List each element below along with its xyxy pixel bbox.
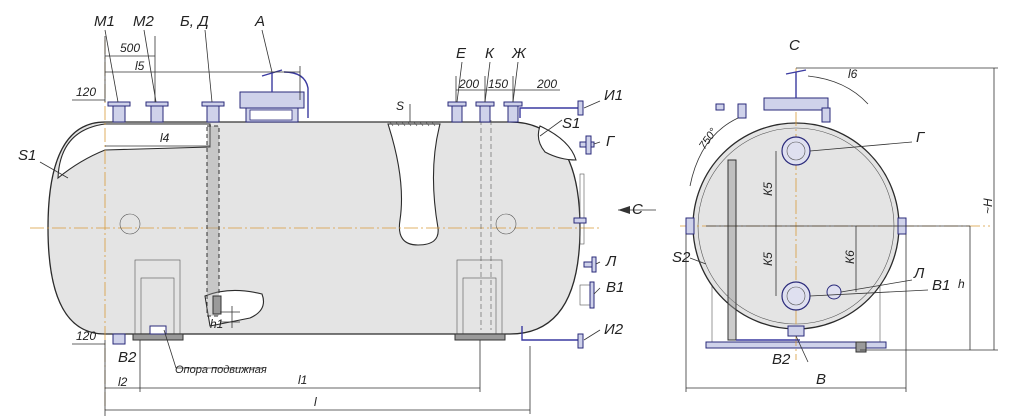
pipe-i2 bbox=[521, 326, 578, 341]
end-dim-b: В bbox=[816, 371, 826, 388]
dim-200b: 200 bbox=[536, 77, 557, 91]
nozzle-v2-end bbox=[787, 325, 805, 337]
pipe-i1 bbox=[519, 107, 578, 118]
flange-g bbox=[781, 136, 811, 166]
vessel-shell bbox=[47, 121, 581, 335]
dim-120-bot: 120 bbox=[76, 329, 96, 343]
end-dim-angle: 750° bbox=[697, 126, 720, 152]
end-dim-k6: К6 bbox=[843, 250, 857, 264]
dim-s: S bbox=[396, 99, 404, 113]
label-e: Е bbox=[456, 45, 467, 62]
label-v2: В2 bbox=[118, 349, 137, 366]
dim-l5: l5 bbox=[135, 59, 145, 73]
label-a: А bbox=[254, 13, 265, 30]
sight-circle-left bbox=[119, 213, 141, 235]
dim-h1: h1 bbox=[210, 317, 223, 331]
shell-hatch bbox=[389, 121, 436, 127]
support-label: Опора подвижная bbox=[175, 364, 267, 376]
nozzle-m1 bbox=[112, 105, 126, 123]
dim-200a: 200 bbox=[458, 77, 479, 91]
dim-s1-left: S1 bbox=[18, 147, 36, 164]
label-zh: Ж bbox=[511, 45, 527, 62]
nozzle-v2 bbox=[112, 333, 126, 345]
label-c-arrow: С bbox=[632, 201, 643, 218]
nozzle-e bbox=[451, 105, 463, 123]
cutaway-top-middle bbox=[387, 123, 441, 246]
label-b-d: Б, Д bbox=[180, 13, 209, 30]
flange-v1 bbox=[781, 281, 811, 311]
dim-l2: l2 bbox=[118, 375, 128, 389]
sight-circle-right bbox=[495, 213, 517, 235]
cutaway-left-head bbox=[57, 123, 211, 180]
end-label-v2: В2 bbox=[772, 351, 791, 368]
side-view bbox=[30, 29, 656, 416]
cutaway-right-head bbox=[537, 125, 577, 161]
dim-120-top: 120 bbox=[76, 85, 96, 99]
label-i2: И2 bbox=[604, 321, 624, 338]
end-dim-s2: S2 bbox=[672, 249, 691, 266]
end-label-c: С bbox=[789, 37, 800, 54]
dim-l4: l4 bbox=[160, 131, 170, 145]
end-dim-l6: l6 bbox=[848, 67, 858, 81]
label-k: К bbox=[485, 45, 495, 62]
label-m1: M1 bbox=[94, 13, 115, 30]
support-left bbox=[132, 259, 184, 341]
label-l: Л bbox=[605, 253, 617, 270]
label-v1: В1 bbox=[606, 279, 624, 296]
side-labels: M1 M2 Б, Д А 500 l5 120 l4 S1 S Е К Ж 20… bbox=[18, 13, 643, 409]
dim-s1-right: S1 bbox=[562, 115, 580, 132]
nozzle-bd bbox=[206, 105, 220, 123]
nozzle-m2 bbox=[150, 105, 164, 123]
end-view bbox=[680, 67, 998, 392]
end-dim-k5b: К5 bbox=[761, 252, 775, 266]
flange-l bbox=[826, 284, 842, 300]
nozzle-zh bbox=[507, 105, 519, 123]
end-label-l: Л bbox=[913, 265, 925, 282]
end-dim-h-total: ~H bbox=[981, 198, 995, 214]
manhole-a bbox=[239, 69, 309, 123]
end-label-g: Г bbox=[916, 129, 926, 146]
nozzle-k bbox=[479, 105, 491, 123]
dim-l1: l1 bbox=[298, 373, 307, 387]
label-g: Г bbox=[606, 133, 616, 150]
end-dim-h: h bbox=[958, 277, 965, 291]
dim-l: l bbox=[314, 395, 317, 409]
label-i1: И1 bbox=[604, 87, 623, 104]
label-m2: M2 bbox=[133, 13, 154, 30]
dim-150: 150 bbox=[488, 77, 508, 91]
end-label-v1: В1 bbox=[932, 277, 950, 294]
dim-500: 500 bbox=[120, 41, 140, 55]
internal-pipe-bd bbox=[206, 125, 220, 317]
end-manhole bbox=[763, 97, 829, 111]
end-dim-k5a: К5 bbox=[761, 182, 775, 196]
